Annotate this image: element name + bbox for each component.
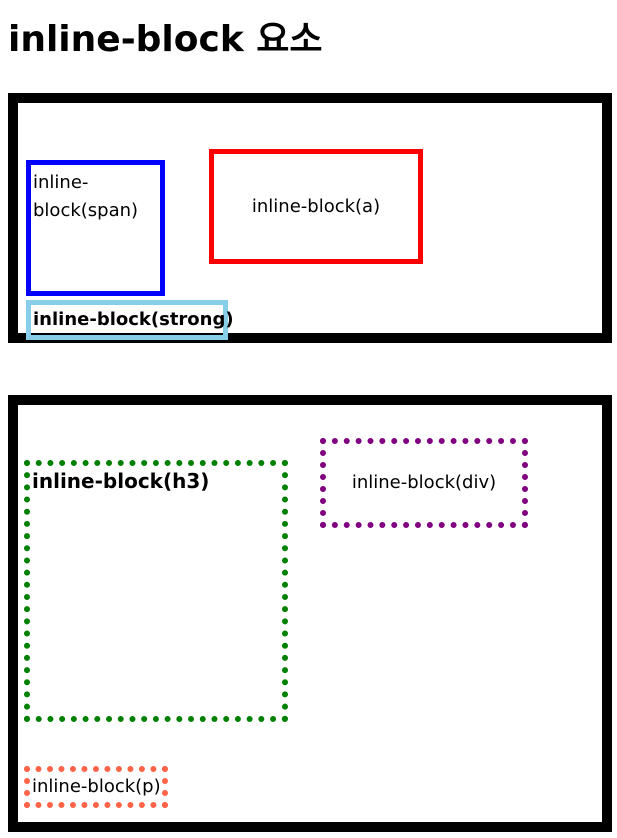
inline-block-link[interactable]: inline-block(a) xyxy=(209,149,423,264)
inline-block-heading: inline-block(h3) xyxy=(24,460,288,722)
container-box-2: inline-block(h3) inline-block(div) inlin… xyxy=(8,395,612,832)
inline-block-paragraph: inline-block(p) xyxy=(24,766,168,808)
inline-block-strong: inline-block(strong) xyxy=(26,300,234,340)
inline-block-div: inline-block(div) xyxy=(320,438,528,528)
inline-block-span: inline-block(span) xyxy=(26,160,165,296)
page-title: inline-block 요소 xyxy=(8,19,323,60)
inline-block-div-label: inline-block(div) xyxy=(351,472,497,493)
container-box-1: inline-block(span) inline-block(a) inlin… xyxy=(8,93,612,343)
inline-block-link-label: inline-block(a) xyxy=(251,195,381,217)
